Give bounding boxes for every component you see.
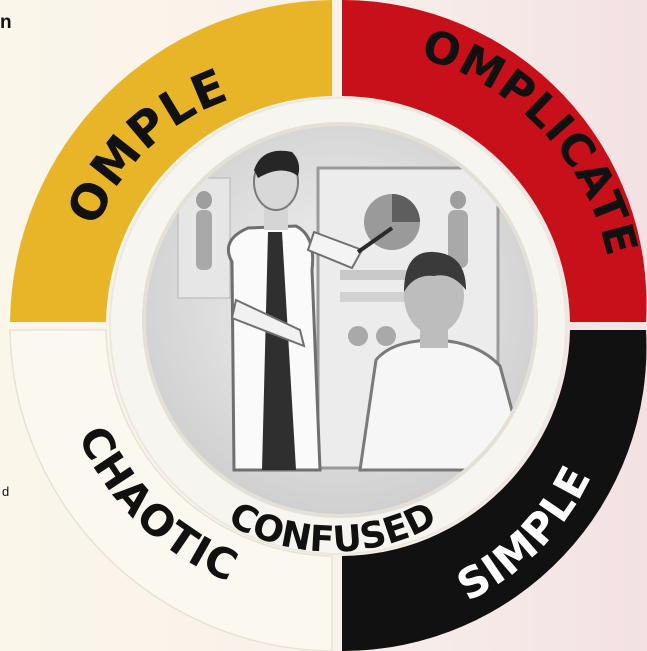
chaotic-segment xyxy=(9,329,333,651)
side-text-fragment: d xyxy=(2,484,10,499)
illustration-border xyxy=(142,122,538,518)
complex-segment xyxy=(10,0,332,322)
simple-segment xyxy=(342,330,647,651)
header-text-fragment: n xyxy=(0,12,12,33)
complicated-segment xyxy=(342,0,647,322)
doctor-figure xyxy=(227,150,394,472)
patient-figure xyxy=(358,251,530,472)
inner-ring-edge xyxy=(109,97,567,555)
ring-segments xyxy=(9,0,647,651)
central-illustration xyxy=(144,124,536,516)
